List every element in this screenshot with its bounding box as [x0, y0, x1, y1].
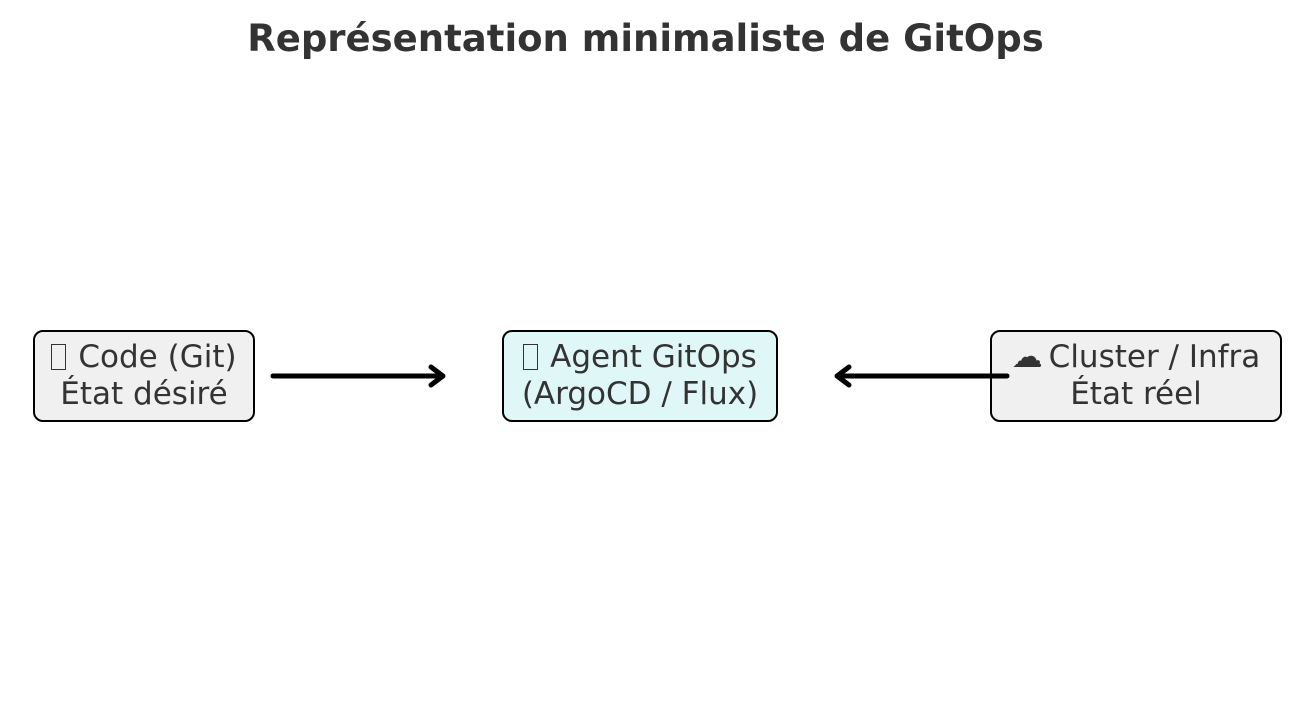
node-git-sublabel: État désiré	[60, 376, 228, 412]
node-cluster-line1-row: ☁Cluster / Infra	[1012, 339, 1261, 376]
node-cluster-infra: ☁Cluster / Infra État réel	[990, 330, 1282, 422]
node-git-line1-row: Code (Git)	[51, 339, 237, 376]
node-agent-label: Agent GitOps	[550, 339, 757, 375]
cloud-icon: ☁	[1011, 339, 1043, 375]
node-git-label: Code (Git)	[78, 339, 237, 375]
edge-git-to-agent	[270, 364, 446, 388]
node-cluster-sublabel: État réel	[1070, 376, 1202, 412]
node-git-code: Code (Git) État désiré	[33, 330, 255, 422]
node-agent-sublabel: (ArgoCD / Flux)	[521, 376, 759, 412]
diagram-title: Représentation minimaliste de GitOps	[247, 17, 1044, 60]
node-cluster-label: Cluster / Infra	[1048, 339, 1261, 375]
edge-cluster-to-agent	[834, 364, 1010, 388]
node-agent-line1-row: Agent GitOps	[523, 339, 757, 376]
missing-glyph-icon	[523, 344, 539, 370]
missing-glyph-icon	[51, 344, 67, 370]
node-gitops-agent: Agent GitOps (ArgoCD / Flux)	[502, 330, 778, 422]
